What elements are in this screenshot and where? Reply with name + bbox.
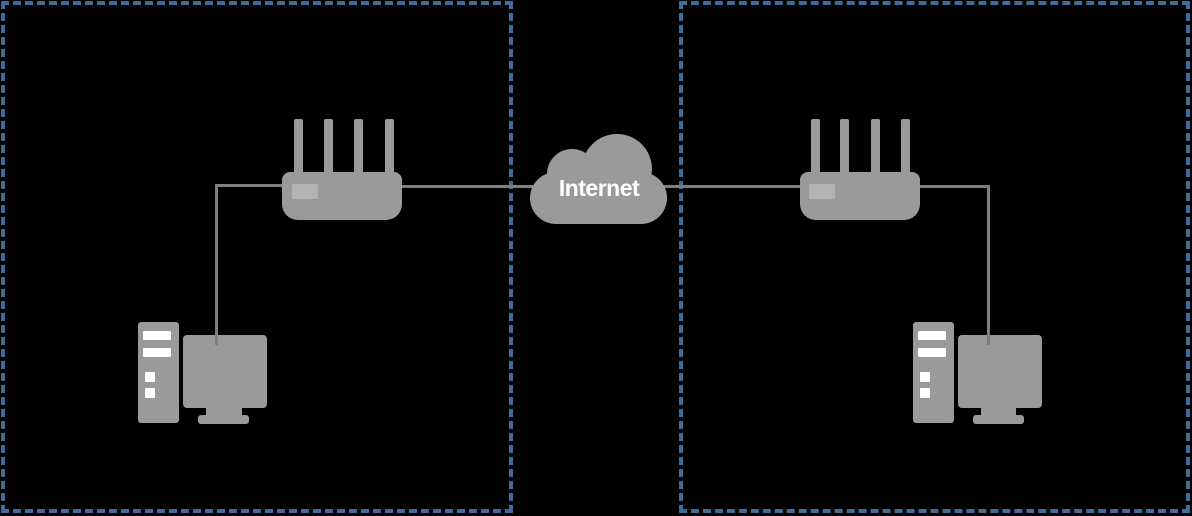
right-router-icon	[800, 172, 920, 220]
right-router-panel	[809, 184, 835, 199]
left-router-antenna-icon	[354, 119, 363, 177]
left-monitor-base	[198, 415, 249, 424]
site-box-right	[679, 1, 1190, 513]
tower-button	[145, 372, 155, 382]
tower-button	[920, 372, 930, 382]
cloud-base	[530, 172, 667, 224]
right-computer-tower-icon	[913, 322, 954, 423]
link-left-router-horizontal	[215, 184, 293, 187]
left-router-antenna-icon	[324, 119, 333, 177]
internet-cloud-icon: Internet	[530, 133, 668, 225]
site-box-left	[1, 1, 513, 513]
right-router-antenna-icon	[840, 119, 849, 177]
right-computer-monitor-icon	[958, 335, 1042, 408]
internet-label: Internet	[558, 175, 640, 201]
tower-button	[920, 388, 930, 398]
link-left-computer-vertical	[215, 184, 218, 345]
left-router-antenna-icon	[385, 119, 394, 177]
left-router-antenna-icon	[294, 119, 303, 177]
tower-drive-slot	[918, 348, 946, 357]
left-router-icon	[282, 172, 402, 220]
link-right-router-horizontal	[917, 185, 990, 188]
tower-drive-slot	[918, 331, 946, 340]
left-computer-monitor-icon	[183, 335, 267, 408]
left-router-panel	[292, 184, 318, 199]
tower-button	[145, 388, 155, 398]
right-monitor-base	[973, 415, 1024, 424]
right-monitor-stand	[981, 407, 1016, 416]
tower-drive-slot	[143, 331, 171, 340]
left-computer-tower-icon	[138, 322, 179, 423]
link-right-computer-vertical	[987, 185, 990, 345]
right-router-antenna-icon	[901, 119, 910, 177]
left-monitor-stand	[206, 407, 242, 416]
right-router-antenna-icon	[871, 119, 880, 177]
right-router-antenna-icon	[811, 119, 820, 177]
tower-drive-slot	[143, 348, 171, 357]
